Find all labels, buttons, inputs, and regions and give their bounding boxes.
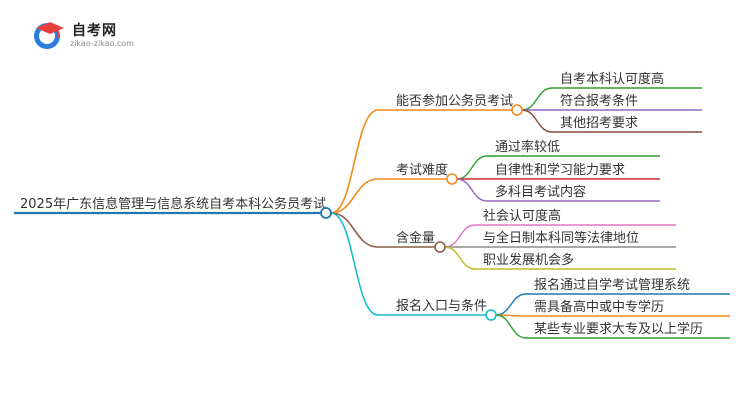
branch-node-label: 能否参加公务员考试 [396, 93, 513, 109]
leaf-node-label: 需具备高中或中专学历 [534, 299, 664, 315]
leaf-node-label: 报名通过自学考试管理系统 [534, 277, 690, 293]
leaf-edge [521, 87, 553, 111]
leaf-node-label: 某些专业要求大专及以上学历 [534, 321, 703, 337]
leaf-node-label: 符合报考条件 [560, 93, 638, 109]
branch-node-label: 含金量 [396, 230, 435, 246]
leaf-node-label: 职业发展机会多 [483, 252, 574, 268]
leaf-node-label: 其他招考要求 [560, 116, 638, 131]
branch-node-label: 报名入口与条件 [396, 298, 487, 314]
leaf-node-label: 通过率较低 [495, 139, 560, 155]
branch-node-label: 考试难度 [396, 162, 448, 178]
graduation-cap-icon [34, 22, 64, 49]
branch-node-circle [434, 241, 446, 253]
leaf-edge [495, 293, 527, 316]
leaf-node-label: 与全日制本科同等法律地位 [483, 230, 639, 246]
branch-node-circle [511, 104, 523, 116]
site-logo[interactable]: 自考网 zikao-zikao.com [30, 18, 140, 52]
branch-node-circle [446, 173, 458, 185]
logo-title: 自考网 [72, 23, 117, 39]
branch-edge [330, 178, 379, 214]
leaf-edge [456, 155, 488, 180]
leaf-edge [456, 178, 488, 202]
leaf-node-label: 社会认可度高 [483, 208, 561, 224]
leaf-node-label: 多科目考试内容 [495, 184, 586, 200]
leaf-edge [521, 109, 553, 133]
leaf-edge [444, 246, 476, 270]
branch-edge [330, 212, 379, 248]
branch-node-circle [485, 309, 497, 321]
leaf-node-label: 自考本科认可度高 [560, 71, 664, 87]
leaf-edge [444, 224, 476, 248]
leaf-node-label: 自律性和学习能力要求 [495, 162, 625, 178]
root-node-label: 2025年广东信息管理与信息系统自考本科公务员考试 [20, 196, 326, 212]
branch-edge [330, 212, 379, 316]
branch-edge [330, 109, 379, 214]
root-node-circle [320, 207, 332, 219]
mind-map-nodes: 2025年广东信息管理与信息系统自考本科公务员考试 能否参加公务员考试 自考本科认可… [20, 71, 703, 337]
logo-url: zikao-zikao.com [70, 39, 134, 48]
leaf-edge [495, 314, 527, 339]
mind-map-edges [14, 87, 730, 339]
